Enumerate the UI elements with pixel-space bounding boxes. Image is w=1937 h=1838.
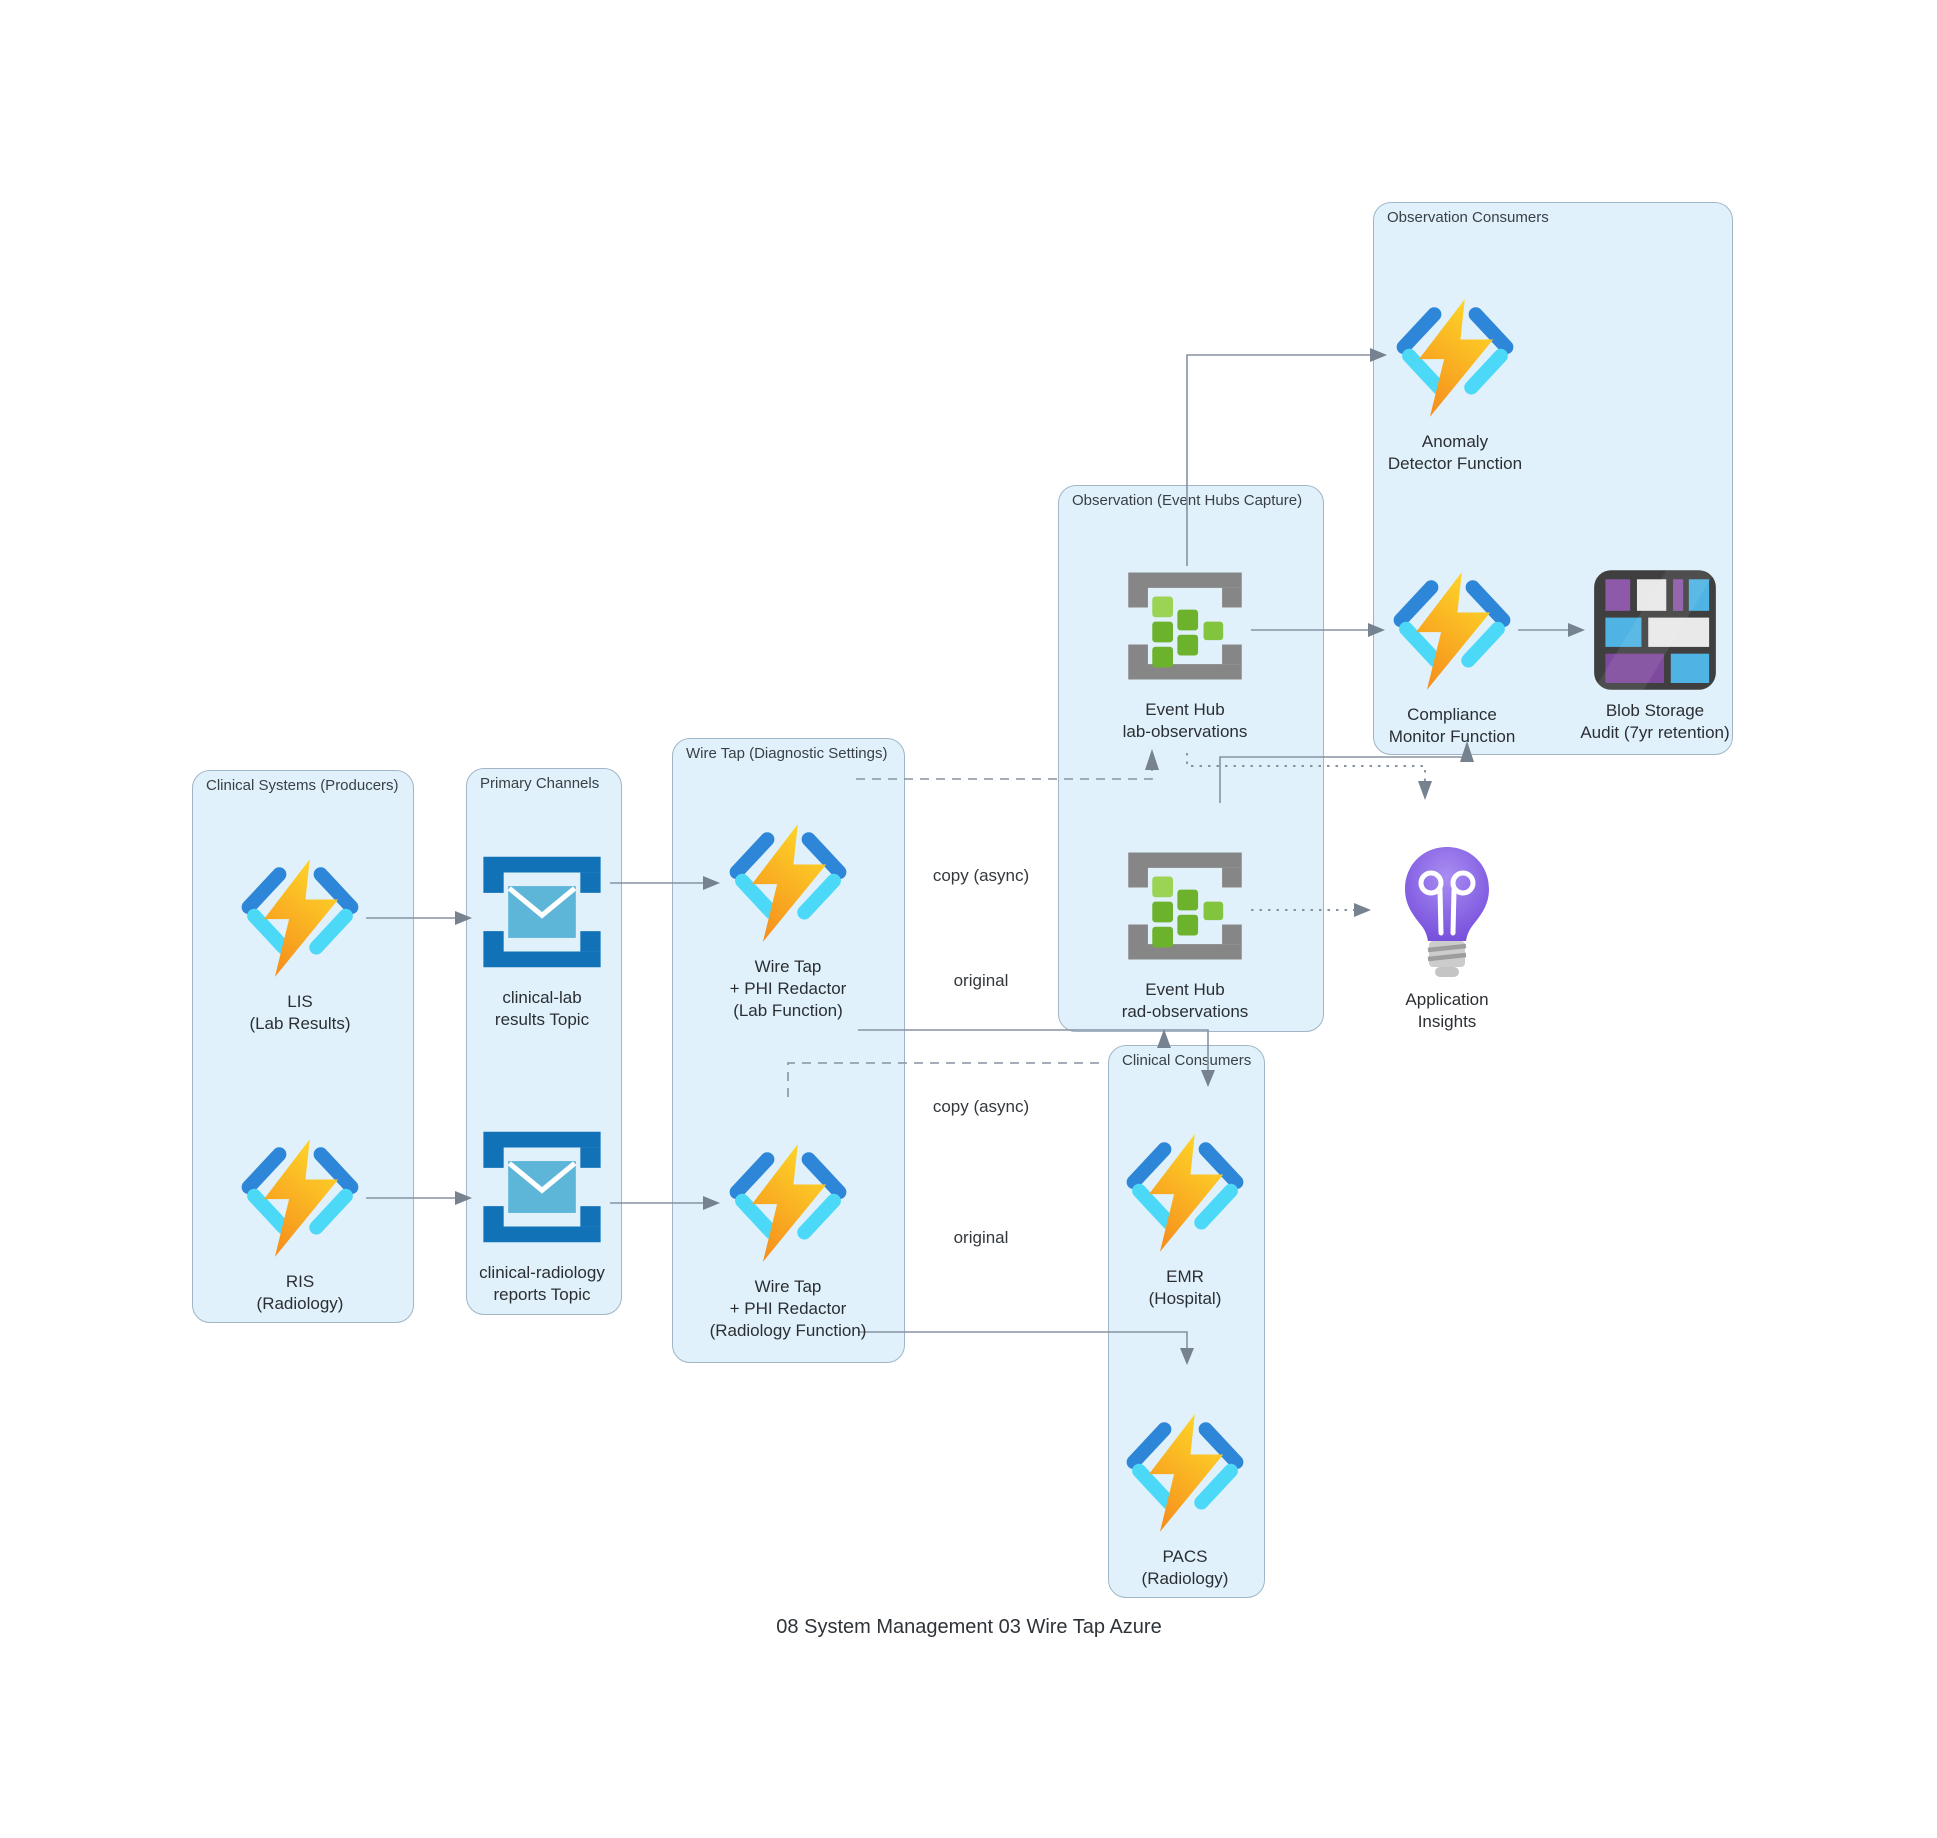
group-label: Observation (Event Hubs Capture) <box>1072 492 1303 509</box>
node-label: PACS(Radiology) <box>1141 1547 1229 1588</box>
node-wiretap-lab: Wire Tap+ PHI Redactor(Lab Function) <box>668 823 908 1022</box>
node-ris: RIS(Radiology) <box>180 1138 420 1315</box>
edge-label-original-rad: original <box>953 1228 1009 1247</box>
event-hub-icon <box>1119 566 1251 686</box>
azure-function-icon <box>722 823 854 943</box>
azure-function-icon <box>722 1143 854 1263</box>
edge-label-copy-async-rad: copy (async) <box>932 1097 1030 1116</box>
azure-function-icon <box>1119 1413 1251 1533</box>
application-insights-icon <box>1397 843 1497 983</box>
group-label: Clinical Systems (Producers) <box>206 777 399 794</box>
node-wiretap-rad: Wire Tap+ PHI Redactor(Radiology Functio… <box>668 1143 908 1342</box>
node-label: EMR(Hospital) <box>1148 1267 1222 1308</box>
edge-label-original-lab: original <box>953 971 1009 990</box>
group-label: Wire Tap (Diagnostic Settings) <box>686 745 888 762</box>
arrowhead <box>1418 781 1432 800</box>
event-hub-icon <box>1119 846 1251 966</box>
edge-label-copy-async-lab: copy (async) <box>932 866 1030 885</box>
node-label: RIS(Radiology) <box>256 1272 344 1313</box>
group-clinical-consumers: Clinical Consumers <box>1108 1045 1265 1598</box>
node-lis: LIS(Lab Results) <box>180 858 420 1035</box>
azure-function-icon <box>234 1138 366 1258</box>
service-bus-topic-icon <box>474 1125 610 1249</box>
azure-function-icon <box>1386 571 1518 691</box>
group-label: Clinical Consumers <box>1122 1052 1252 1069</box>
azure-function-icon <box>1389 298 1521 418</box>
node-emr: EMR(Hospital) <box>1065 1133 1305 1310</box>
node-label: LIS(Lab Results) <box>249 992 351 1033</box>
node-label: Wire Tap+ PHI Redactor(Lab Function) <box>729 957 847 1020</box>
azure-function-icon <box>1119 1133 1251 1253</box>
diagram-title: 08 System Management 03 Wire Tap Azure <box>776 1616 1162 1638</box>
node-label: Wire Tap+ PHI Redactor(Radiology Functio… <box>709 1277 867 1340</box>
node-pacs: PACS(Radiology) <box>1065 1413 1305 1590</box>
service-bus-topic-icon <box>474 850 610 974</box>
group-label: Primary Channels <box>480 775 600 792</box>
group-label: Observation Consumers <box>1387 209 1549 226</box>
azure-function-icon <box>234 858 366 978</box>
group-clinical-systems: Clinical Systems (Producers) <box>192 770 414 1323</box>
blob-storage-icon <box>1587 568 1723 692</box>
